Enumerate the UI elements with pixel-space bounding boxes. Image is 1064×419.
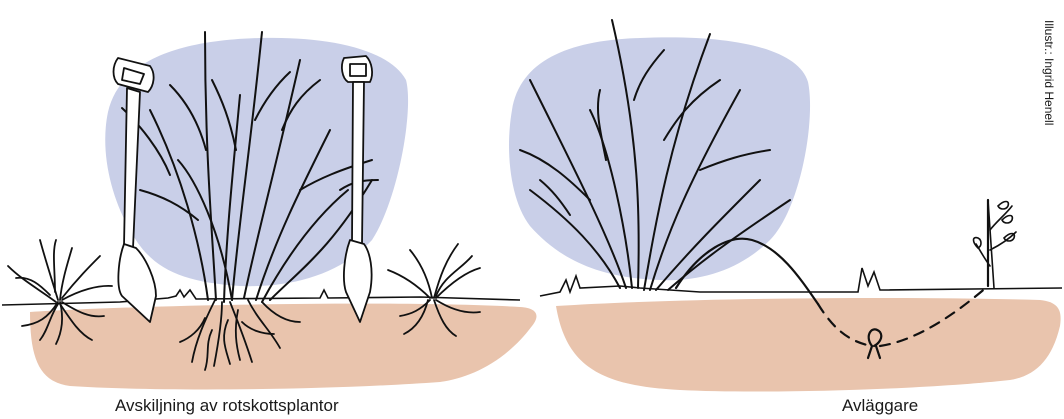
seedling-icon <box>974 200 1017 288</box>
left-panel <box>2 32 536 389</box>
foliage-right <box>509 37 810 280</box>
caption-layering: Avläggare <box>842 396 918 416</box>
soil-left <box>30 304 536 390</box>
soil-right <box>556 298 1061 392</box>
right-panel <box>509 20 1062 392</box>
illustrator-credit: Illustr.: Ingrid Henell <box>1042 20 1056 125</box>
caption-root-sucker-division: Avskiljning av rotskottsplantor <box>115 396 339 416</box>
